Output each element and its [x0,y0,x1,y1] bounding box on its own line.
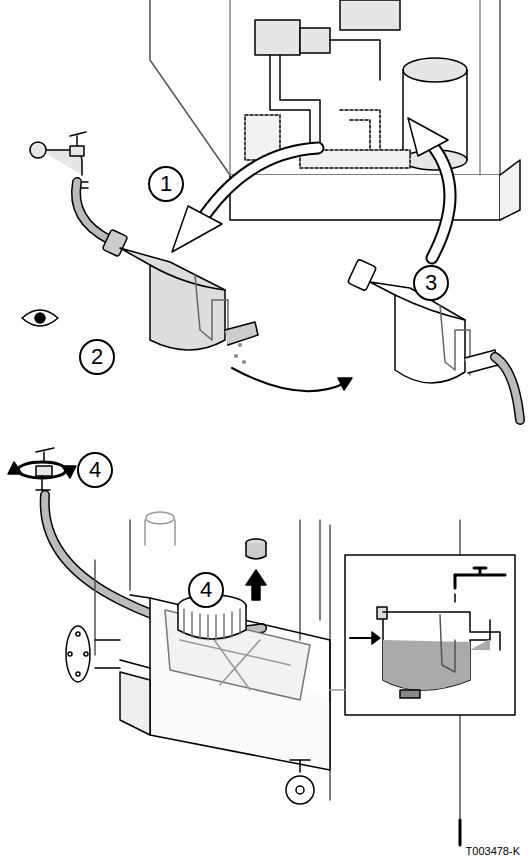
callout-circle: 1 [148,166,184,202]
callout-circle: 3 [413,265,449,301]
figure-code: T003478-K [465,845,521,857]
callout-number: 4 [200,579,212,601]
callout-number: 3 [425,272,437,294]
callout-number: 4 [89,459,101,481]
callout-circle: 4 [188,572,224,608]
callout-circle: 4 [77,452,113,488]
callout-circle: 2 [79,339,115,375]
callout-number: 2 [91,346,103,368]
callout-number: 1 [160,173,172,195]
